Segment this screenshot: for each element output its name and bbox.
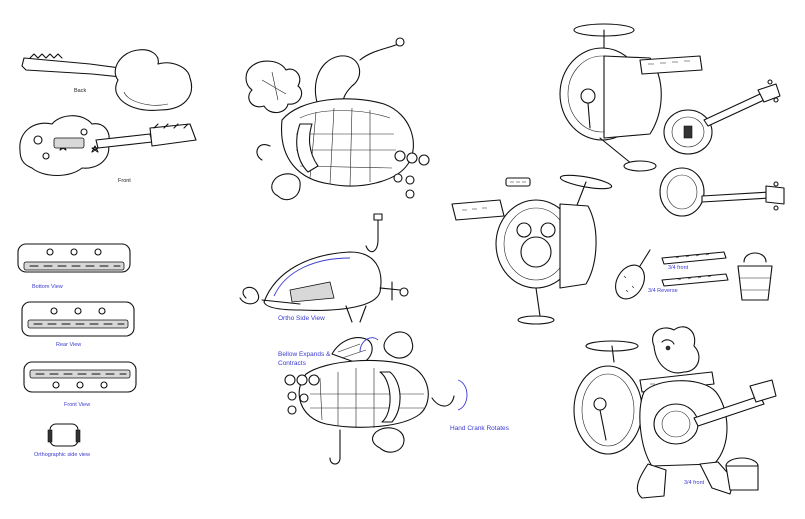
harmonica-front-drawing [23,361,137,393]
flute-reverse-drawing [661,273,729,287]
guitar-front-label: Front [118,178,131,184]
harmonica-bottom-label: Bottom View [32,284,63,290]
harmonica-rear-drawing [21,301,135,337]
harmonica-ortho-drawing [47,423,81,447]
concertina-ortho-side-drawing [239,213,409,323]
maraca-drawing [615,249,651,300]
flute-front-label: 3/4 front [668,265,689,271]
bucket-drum-drawing [737,252,773,301]
guitar-front-drawing [19,115,197,177]
character-drummer-drawing [573,326,777,499]
drum-kit-top-drawing [559,23,703,172]
hand-crank-note: Hand Crank Rotates [450,425,510,432]
ortho-side-view-label: Ortho Side View [278,315,325,322]
character-front-label: 3/4 front [684,480,705,486]
concertina-instrument-top-drawing [245,37,430,201]
harmonica-ortho-label: Orthographic side view [34,452,90,458]
harmonica-front-label: Front View [64,402,90,408]
harmonica-rear-label: Rear View [56,342,81,348]
bellow-note-line2: Contracts [278,360,307,367]
concertina-bellow-drawing [284,331,468,465]
flute-front-drawing [661,251,727,265]
flute-reverse-label: 3/4 Reverse [648,288,678,294]
banjo-lower-drawing [659,167,785,217]
guitar-back-label: Back [74,88,86,94]
bellow-note-line1: Bellow Expands & [278,351,331,358]
banjo-upper-drawing [663,79,781,155]
guitar-back-drawing [21,49,192,111]
harmonica-bottom-drawing [17,243,131,273]
drum-kit-mickey-drawing [451,174,613,325]
